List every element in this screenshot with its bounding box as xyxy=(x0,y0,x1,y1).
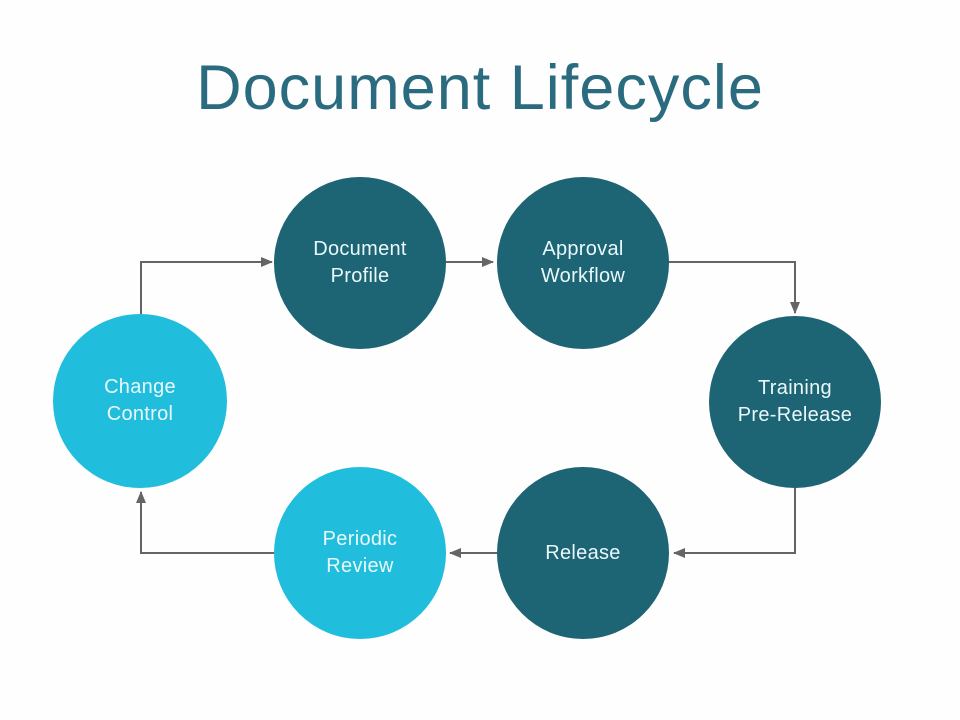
node-label-change-control: Change Control xyxy=(104,376,176,425)
node-label-document-profile: Document Profile xyxy=(313,238,407,287)
page-title: Document Lifecycle xyxy=(196,53,764,123)
connector-training-pre-release-to-release xyxy=(673,488,796,558)
node-label-release: Release xyxy=(545,541,621,564)
node-label-training-pre-release: Training Pre-Release xyxy=(737,377,853,426)
connector-change-control-to-document-profile xyxy=(140,257,273,314)
node-training-pre-release: Training Pre-Release xyxy=(709,316,881,488)
node-release: Release xyxy=(497,467,669,639)
node-label-periodic-review: Periodic Review xyxy=(322,528,398,577)
node-approval-workflow: Approval Workflow xyxy=(497,177,669,349)
node-document-profile: Document Profile xyxy=(274,177,446,349)
connector-periodic-review-to-change-control xyxy=(136,491,274,554)
node-periodic-review: Periodic Review xyxy=(274,467,446,639)
connector-approval-workflow-to-training-pre-release xyxy=(669,261,800,314)
node-change-control: Change Control xyxy=(53,314,227,488)
node-label-approval-workflow: Approval Workflow xyxy=(540,238,626,287)
